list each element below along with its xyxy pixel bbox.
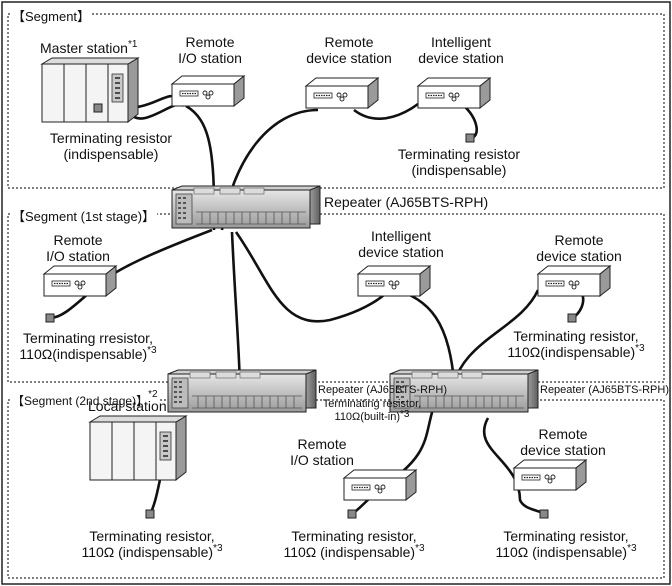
intelligent-device-station-device-first [357,265,431,297]
tr-second-left-note: *3 [213,543,223,554]
tr-first-left-line2-wrap: 110Ω(indispensable)*3 [10,345,166,362]
master-station-plc [41,57,139,123]
segment-box-first [7,213,665,383]
tr-second-mid-line1: Terminating resistor, [291,528,417,544]
tr-second-mid-note: *3 [415,543,425,554]
repeater-right-label: Repeater (AJ65BTS-RPH) [540,384,669,396]
segment-label-first: 【Segment (1st stage)】 [10,206,158,225]
terminating-resistor-icon-second-left [145,509,155,519]
terminating-resistor-label-first-right: Terminating resistor,110Ω(indispensable)… [492,328,660,360]
tr-second-mid-line2: 110Ω (indispensable) [283,544,416,560]
tr-second-left-line2-wrap: 110Ω (indispensable)*3 [60,543,244,560]
tr-second-right-line2-wrap: 110Ω (indispensable)*3 [474,543,658,560]
terminating-resistor-icon-top-left [93,103,103,113]
tr-first-right-line2-wrap: 110Ω(indispensable)*3 [492,343,660,360]
repeater-left [167,369,317,413]
local-station-plc [89,415,187,481]
tr-top-left-line2: (indispensable) [63,146,159,162]
terminating-resistor-icon-second-right [539,509,549,519]
terminating-resistor-label-second-mid: Terminating resistor,110Ω (indispensable… [262,528,446,560]
tr-second-left-line1: Terminating resistor, [89,528,215,544]
builtin-line1: Terminating resistor, [322,398,422,410]
tr-first-left-line2: 110Ω(indispensable) [19,346,148,362]
tr-first-left-note: *3 [147,345,157,356]
remote-io-top-line2: I/O station [178,50,242,66]
terminating-resistor-icon-first-left [45,313,55,323]
local-station-label: Local station [88,398,167,414]
segment-second-note: *2 [148,389,158,400]
segment-box-second [7,399,665,579]
master-station-note: *1 [127,39,138,50]
terminating-resistor-label-top-left: Terminating resistor(indispensable) [36,130,186,162]
master-station-label: Master station*1 [40,39,138,56]
terminating-resistor-label-second-right: Terminating resistor,110Ω (indispensable… [474,528,658,560]
tr-second-mid-line2-wrap: 110Ω (indispensable)*3 [262,543,446,560]
segment-label-second: 【Segment (2nd stage)】 [12,394,149,408]
builtin-resistor-label: Terminating resistor,110Ω(built-in)*3 [320,398,424,424]
terminating-resistor-label-second-left: Terminating resistor,110Ω (indispensable… [60,528,244,560]
remote-device-second-line2: device station [520,442,606,458]
remote-device-top-line1: Remote [324,34,374,50]
builtin-note: *3 [400,409,410,420]
tr-second-right-note: *3 [627,543,637,554]
tr-first-right-note: *3 [635,343,645,354]
builtin-line2: 110Ω(built-in) [334,411,401,423]
remote-io-first-line2: I/O station [46,248,110,264]
remote-device-station-device-first [537,265,611,297]
repeater-main [171,185,321,229]
remote-device-first-line1: Remote [554,232,604,248]
terminating-resistor-label-top-right: Terminating resistor(indispensable) [384,146,534,178]
builtin-line2-wrap: 110Ω(built-in)*3 [320,409,424,424]
terminating-resistor-icon-second-mid [347,509,357,519]
master-station-text: Master station [40,40,128,56]
repeater-main-label: Repeater (AJ65BTS-RPH) [324,194,489,210]
intelligent-device-station-device-top [417,77,491,109]
tr-top-left-line1: Terminating resistor [49,130,173,146]
tr-second-right-line1: Terminating resistor, [503,528,629,544]
remote-io-second-line2: I/O station [290,452,354,468]
remote-device-first-line2: device station [536,248,622,264]
intelligent-first-line1: Intelligent [371,228,431,244]
remote-device-station-device-top [305,77,379,109]
tr-second-right-line2: 110Ω (indispensable) [495,544,628,560]
intelligent-top-line2: device station [418,50,504,66]
remote-device-top-line2: device station [306,50,392,66]
segment-label-top: 【Segment】 [10,6,93,25]
remote-io-station-device-second [343,469,417,501]
tr-top-right-line1: Terminating resistor [397,146,521,162]
terminating-resistor-icon-top-right [465,133,475,143]
repeater-left-label: Repeater (AJ65BTS-RPH) [318,384,447,396]
remote-io-station-device-first [43,265,117,297]
segment-box-top [7,13,665,189]
remote-io-second-line1: Remote [297,436,347,452]
segment-label-second-wrap: 【Segment (2nd stage)】*2 [10,389,160,409]
remote-device-second-line1: Remote [538,426,588,442]
tr-top-right-line2: (indispensable) [411,162,507,178]
remote-io-first-line1: Remote [53,232,103,248]
remote-device-station-device-second [513,459,587,491]
tr-first-right-line2: 110Ω(indispensable) [507,344,636,360]
remote-io-station-device-top [171,75,245,107]
remote-io-top-line1: Remote [185,34,235,50]
terminating-resistor-label-first-left: Terminating rresistor,110Ω(indispensable… [10,330,166,362]
tr-first-left-line1: Terminating rresistor, [23,330,153,346]
tr-second-left-line2: 110Ω (indispensable) [81,544,214,560]
terminating-resistor-icon-first-right [567,313,577,323]
intelligent-first-line2: device station [358,244,444,260]
intelligent-top-line1: Intelligent [431,34,491,50]
tr-first-right-line1: Terminating resistor, [513,328,639,344]
